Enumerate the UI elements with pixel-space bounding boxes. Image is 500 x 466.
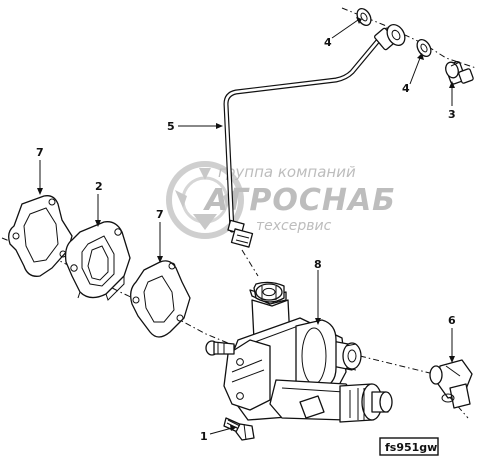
callout-8: 8 <box>314 258 322 271</box>
watermark-line1: группа компаний <box>218 163 356 181</box>
figure-code-text: fs951gw <box>385 441 437 454</box>
callout-1: 1 <box>200 430 208 443</box>
pump-bottom-port <box>299 395 325 419</box>
figure-code: fs951gw <box>379 437 439 456</box>
part-2-spacer-plate <box>64 221 131 301</box>
part-4-washer-upper <box>356 7 372 27</box>
callout-labels: 1 2 3 4 4 5 6 7 7 8 <box>36 36 456 443</box>
part-7-gasket-right <box>130 260 191 338</box>
callout-4-upper: 4 <box>324 36 332 49</box>
callout-7-right: 7 <box>156 208 164 221</box>
callout-6: 6 <box>448 314 456 327</box>
part-4-washer-lower <box>416 38 432 58</box>
callout-3: 3 <box>448 108 456 121</box>
callout-4-lower: 4 <box>402 82 410 95</box>
part-8-fuel-pump <box>205 281 393 423</box>
watermark-line2: АГРОСНАБ <box>203 183 396 218</box>
part-3-banjo-bolt <box>445 61 474 85</box>
callout-7-left: 7 <box>36 146 44 159</box>
callout-5: 5 <box>167 120 175 133</box>
part-6-elbow-fitting <box>429 359 473 409</box>
tube-fitting-nut <box>227 219 254 248</box>
callout-2: 2 <box>95 180 103 193</box>
pump-side-stud <box>205 340 235 356</box>
pump-hand-primer <box>339 383 393 423</box>
part-5-fuel-tube <box>223 24 406 248</box>
watermark-line3: техсервис <box>256 218 332 234</box>
leader-lines <box>37 17 455 435</box>
watermark-gear-logo <box>166 161 244 239</box>
watermark: группа компаний АГРОСНАБ техсервис <box>166 161 396 239</box>
part-7-gasket-left <box>8 195 73 277</box>
tube-banjo-fitting <box>374 24 406 51</box>
